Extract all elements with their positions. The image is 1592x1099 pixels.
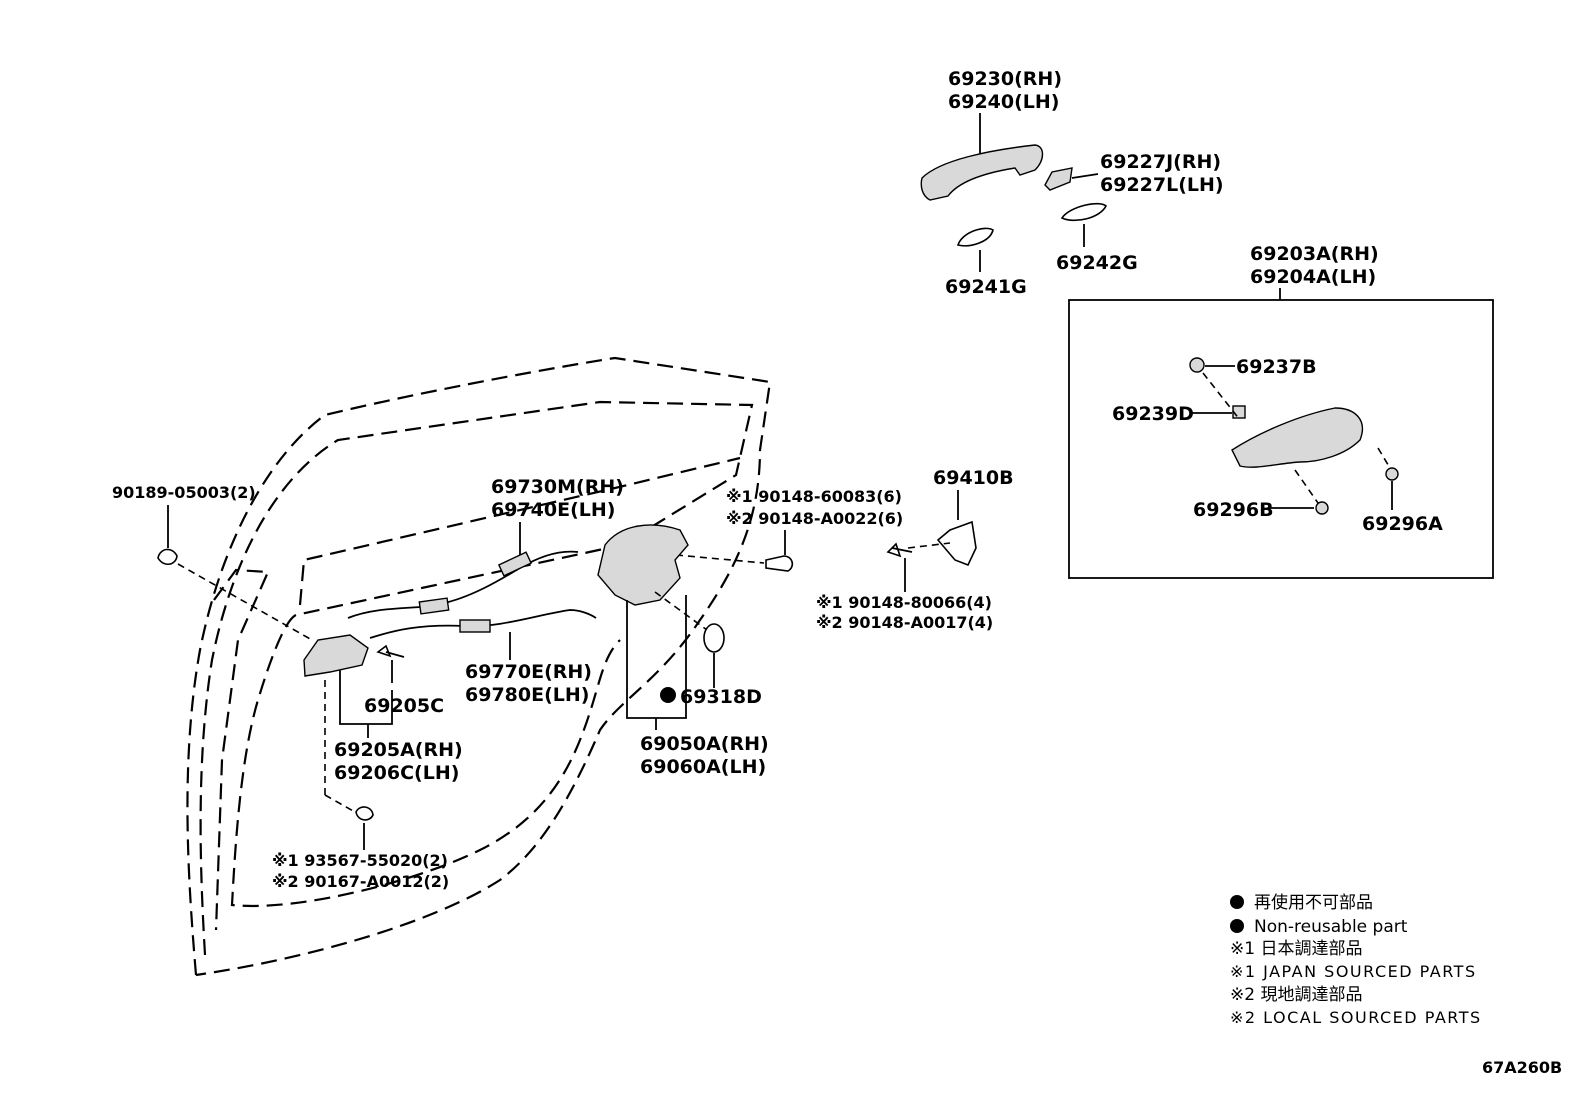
striker-part [936, 520, 977, 567]
label-90167-A0012: ※2 90167-A0012(2) [272, 872, 449, 891]
label-69227L: 69227L(LH) [1100, 174, 1224, 196]
label-69203A: 69203A(RH) [1250, 243, 1379, 265]
label-69204A: 69204A(LH) [1250, 266, 1376, 288]
clip-69239D [1232, 405, 1246, 419]
handle-frame-part [1231, 407, 1363, 468]
legend-dot-2 [1230, 919, 1244, 933]
label-69227J: 69227J(RH) [1100, 151, 1221, 173]
label-90148-60083: ※1 90148-60083(6) [726, 487, 902, 506]
label-69205A: 69205A(RH) [334, 739, 463, 761]
label-69230: 69230(RH) [948, 68, 1062, 90]
label-69237B: 69237B [1236, 356, 1317, 378]
legend-non-reusable-jp: 再使用不可部品 [1254, 892, 1373, 913]
legend-japan-en: ※1 JAPAN SOURCED PARTS [1230, 962, 1477, 981]
non-reusable-dot [660, 687, 676, 703]
label-69296A: 69296A [1362, 513, 1443, 535]
label-69242G: 69242G [1056, 252, 1138, 274]
cable-69730M [347, 550, 579, 619]
legend-non-reusable-en: Non-reusable part [1254, 917, 1408, 937]
screw-90148-60083 [765, 555, 794, 572]
handle-cap-part [1044, 167, 1073, 191]
cable-sleeve-upper [497, 551, 533, 577]
striker-group: 69410B ※1 90148-80066(4) ※2 90148-A0017(… [816, 467, 1014, 632]
label-69206C: 69206C(LH) [334, 762, 459, 784]
label-69239D: 69239D [1112, 403, 1194, 425]
label-90148-80066: ※1 90148-80066(4) [816, 593, 992, 612]
door-lock-part [597, 524, 689, 606]
cable-group: 69730M(RH) 69740E(LH) 69770E(RH) 69780E(… [347, 476, 624, 706]
handle-pad-rear-part [1060, 202, 1107, 222]
screw-93567 [355, 806, 374, 821]
label-69205C: 69205C [364, 695, 444, 717]
cable-sleeve-mid [418, 597, 450, 615]
label-90148-A0017: ※2 90148-A0017(4) [816, 613, 993, 632]
legend: 再使用不可部品 Non-reusable part ※1 日本調達部品 ※1 J… [1230, 892, 1482, 1027]
cable-sleeve-lower [459, 619, 491, 633]
label-90189-05003: 90189-05003(2) [112, 483, 256, 502]
inside-handle-part [303, 634, 369, 677]
screw-69296B [1315, 501, 1329, 515]
diagram-code: 67A260B [1482, 1058, 1562, 1077]
screw-69205C [376, 644, 392, 658]
outside-handle-frame-part [920, 144, 1044, 201]
door-lock-group: ※1 90148-60083(6) ※2 90148-A0022(6) 6931… [597, 487, 903, 778]
label-69318D: 69318D [680, 686, 762, 708]
label-69780E: 69780E(LH) [465, 684, 589, 706]
legend-japan-jp: ※1 日本調達部品 [1230, 939, 1362, 959]
label-69296B: 69296B [1193, 499, 1274, 521]
seal-69318D [703, 623, 725, 653]
label-90148-A0022: ※2 90148-A0022(6) [726, 509, 903, 528]
label-69740E: 69740E(LH) [491, 499, 615, 521]
outside-handle-group: 69230(RH) 69240(LH) 69227J(RH) 69227L(LH… [920, 68, 1224, 298]
clip-90189 [157, 548, 178, 565]
label-69730M: 69730M(RH) [491, 476, 624, 498]
label-69060A: 69060A(LH) [640, 756, 766, 778]
inside-handle-group: 90189-05003(2) 69205C 69205A(RH) 69206C(… [112, 483, 463, 891]
legend-local-en: ※2 LOCAL SOURCED PARTS [1230, 1008, 1482, 1027]
legend-local-jp: ※2 現地調達部品 [1230, 985, 1362, 1005]
handle-frame-assembly-box: 69203A(RH) 69204A(LH) 69237B 69239D 6929… [1068, 243, 1494, 579]
cap-69237B [1189, 357, 1205, 373]
label-69770E: 69770E(RH) [465, 661, 592, 683]
label-69241G: 69241G [945, 276, 1027, 298]
label-93567-55020: ※1 93567-55020(2) [272, 851, 448, 870]
cable-69770E [369, 609, 597, 639]
label-69240: 69240(LH) [948, 91, 1059, 113]
label-69050A: 69050A(RH) [640, 733, 769, 755]
screw-69296A [1385, 467, 1399, 481]
legend-dot-1 [1230, 895, 1244, 909]
label-69410B: 69410B [933, 467, 1014, 489]
handle-pad-front-part [956, 227, 994, 247]
